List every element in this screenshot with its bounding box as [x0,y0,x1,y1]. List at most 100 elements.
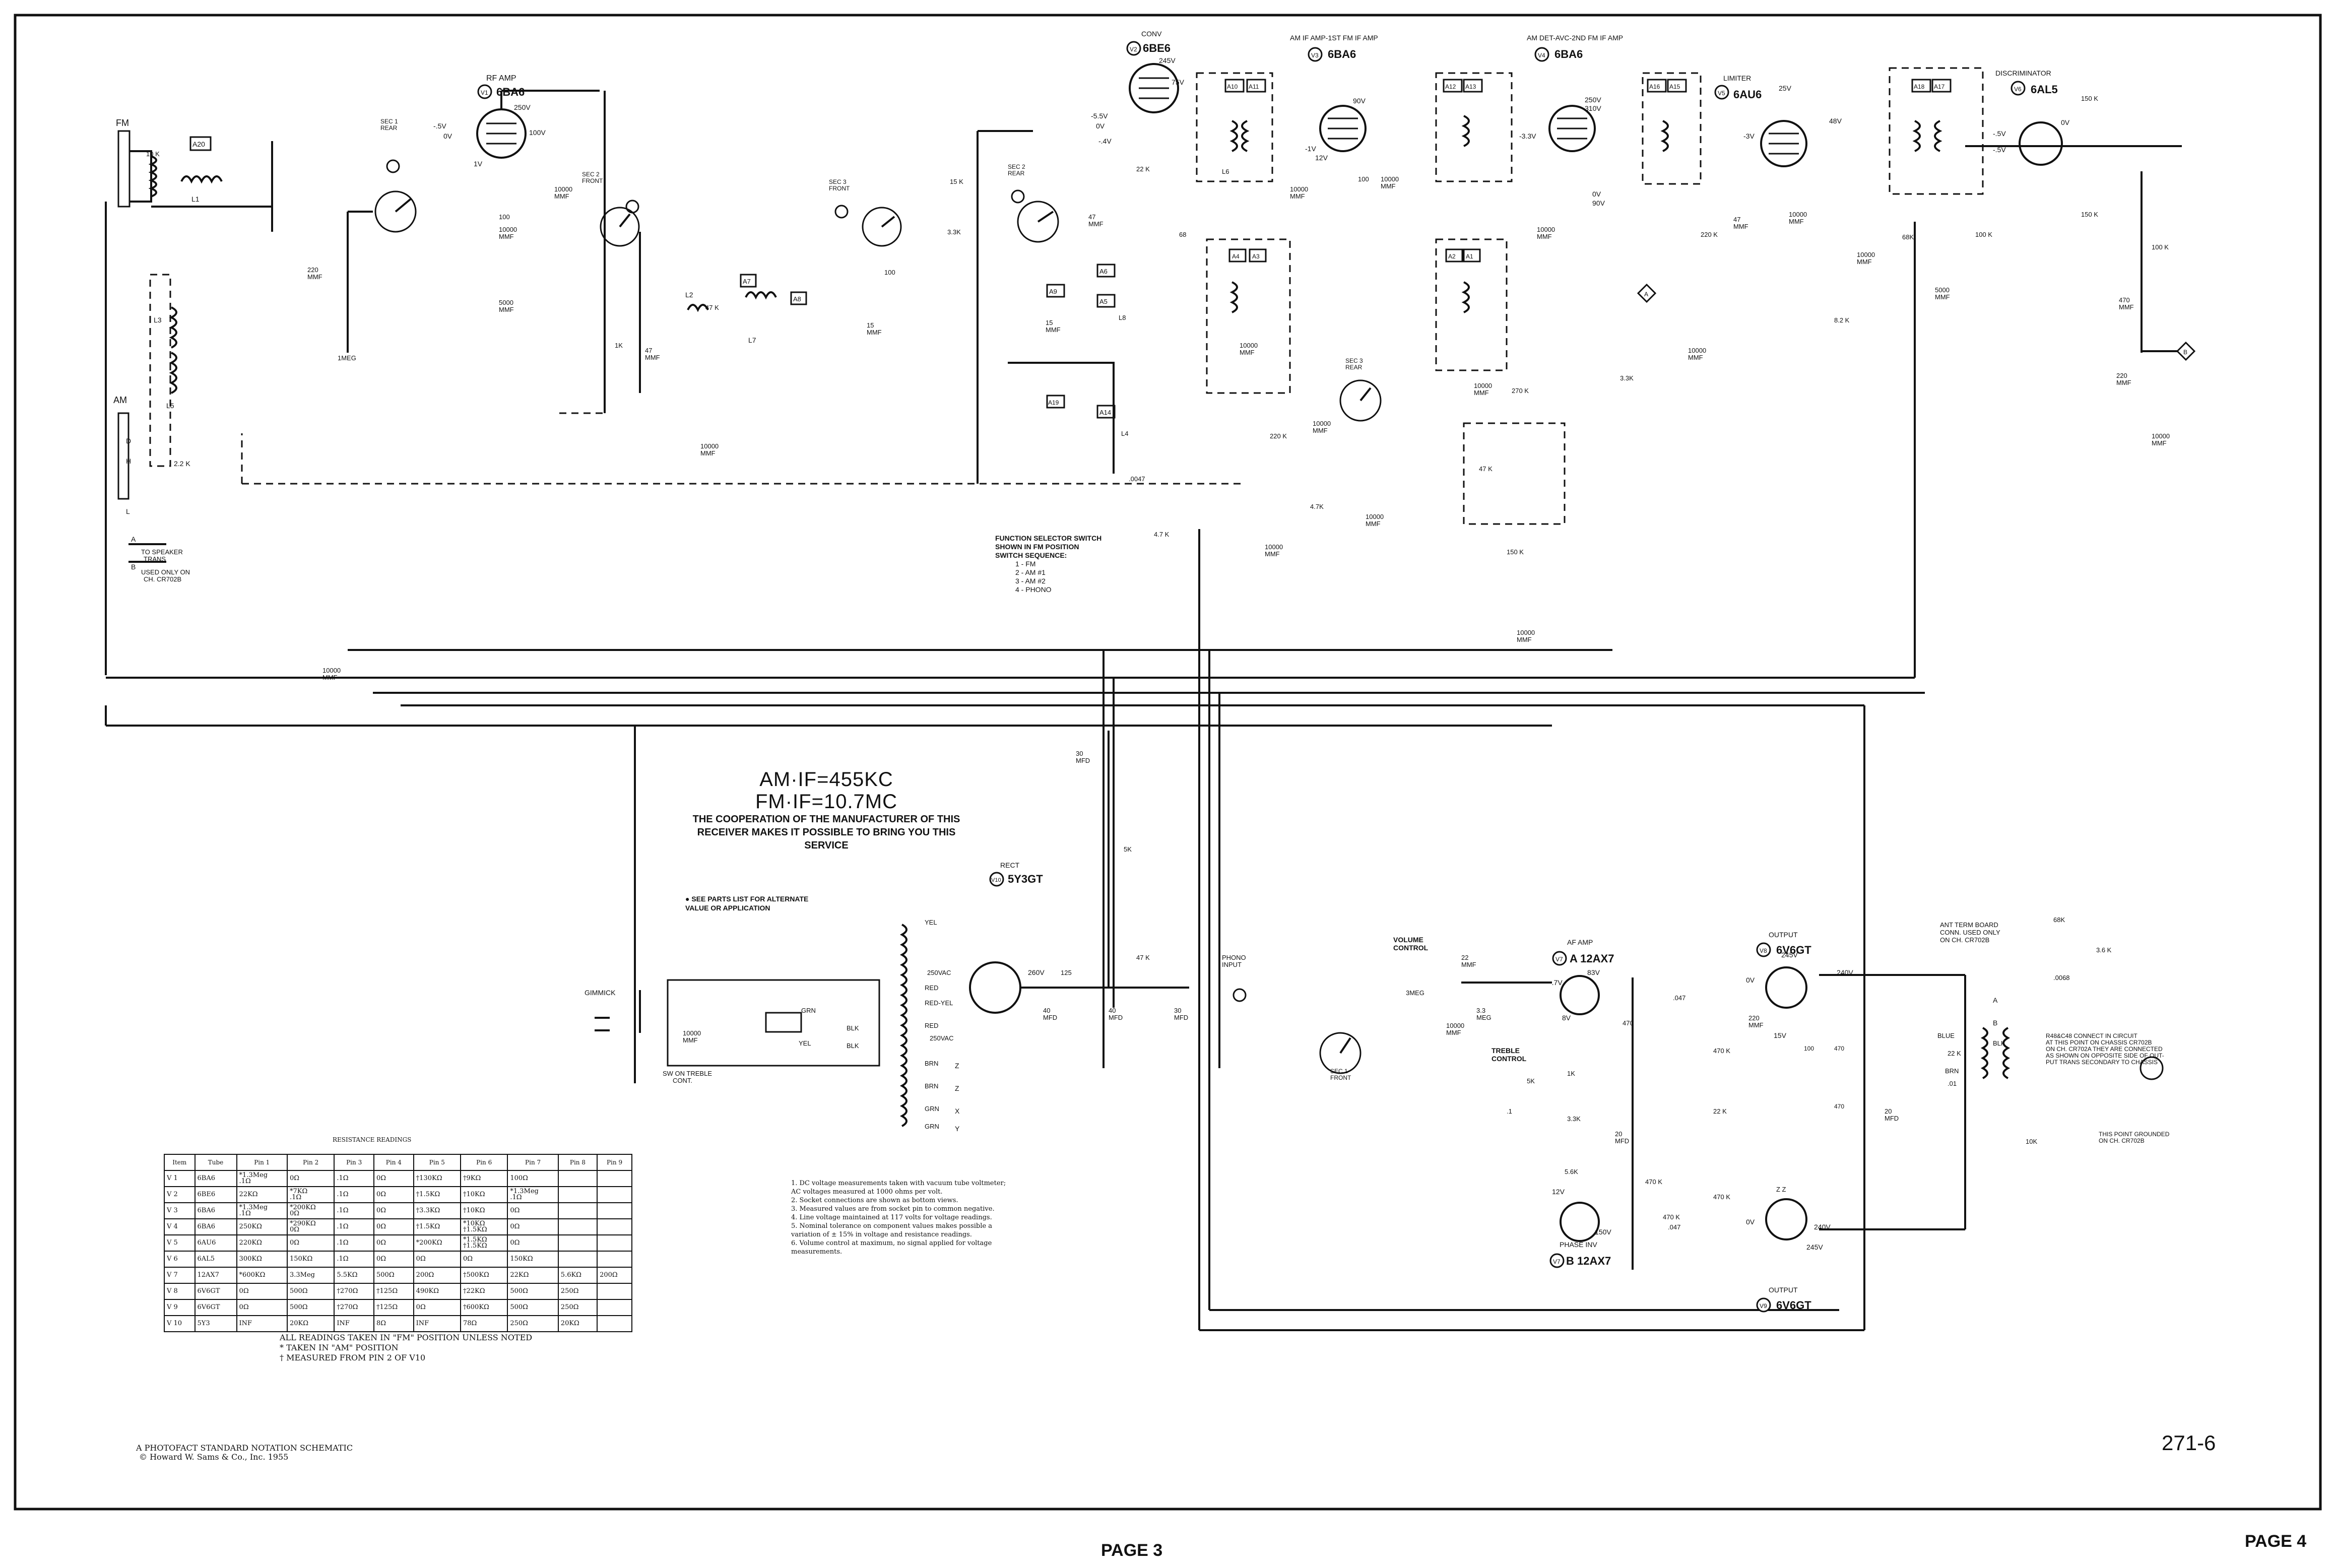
svg-text:DISCRIMINATOR: DISCRIMINATOR [1995,69,2051,77]
svg-text:6V6GT: 6V6GT [1776,944,1811,956]
svg-text:22 K: 22 K [1136,165,1150,173]
svg-text:.047: .047 [1673,994,1685,1002]
svg-text:15 K: 15 K [950,178,963,185]
table-cell [597,1283,632,1300]
svg-text:RECT: RECT [1000,861,1020,869]
if-frequency-block: AM·IF=455KC FM·IF=10.7MC THE COOPERATION… [685,768,967,852]
svg-text:8V: 8V [1562,1014,1571,1022]
svg-text:A 12AX7: A 12AX7 [1570,952,1614,965]
svg-text:B: B [131,563,136,571]
svg-text:150 K: 150 K [1507,548,1524,556]
resistance-table: Item Tube Pin 1 Pin 2 Pin 3 Pin 4 Pin 5 … [164,1154,632,1332]
svg-text:V7: V7 [1553,1258,1561,1265]
svg-text:245V: 245V [1806,1243,1823,1251]
table-cell: 0Ω [507,1202,559,1219]
svg-text:220 K: 220 K [1701,231,1718,238]
table-cell: 250KΩ [236,1218,288,1235]
table-cell: INF [334,1315,374,1332]
svg-text:5.6K: 5.6K [1565,1168,1578,1175]
table-cell: 6V6GT [194,1283,237,1300]
table-cell [597,1170,632,1187]
table-cell: 8Ω [373,1315,414,1332]
svg-text:FM: FM [116,118,129,128]
table-cell: 6BE6 [194,1186,237,1203]
svg-text:L4: L4 [1121,430,1128,437]
svg-text:CONV: CONV [1141,30,1162,38]
det-tube-v4: AM DET-AVC-2ND FM IF AMP V4 6BA6 250V 31… [1463,34,1623,643]
table-cell: †125Ω [373,1299,414,1316]
svg-text:RED-YEL: RED-YEL [925,999,953,1007]
table-cell: 250Ω [557,1283,598,1300]
table-cell: *600KΩ [236,1267,288,1284]
table-cell: 78Ω [460,1315,508,1332]
table-cell: 0Ω [507,1218,559,1235]
table-cell: *1.3Meg .1Ω [236,1170,288,1187]
svg-text:LIMITER: LIMITER [1723,74,1751,82]
svg-text:V4: V4 [1538,52,1545,59]
svg-text:A16: A16 [1649,83,1660,90]
service-note: AC voltages measured at 1000 ohms per vo… [791,1188,943,1196]
table-cell: 150KΩ [286,1251,335,1268]
svg-text:245V: 245V [1781,951,1798,959]
bus-lines [105,222,1925,1331]
table-cell [597,1315,632,1332]
table-cell: V 7 [164,1267,196,1284]
table-header-row: Item Tube Pin 1 Pin 2 Pin 3 Pin 4 Pin 5 … [164,1154,632,1171]
table-cell: †22KΩ [460,1283,508,1300]
table-cell: †10KΩ [460,1202,508,1219]
svg-text:100: 100 [499,213,510,221]
svg-text:90V: 90V [1353,97,1366,105]
table-cell: †1.5KΩ [413,1186,462,1203]
table-cell: *10KΩ †1.5KΩ [460,1218,508,1235]
service-note: 5. Nominal tolerance on component values… [791,1222,992,1230]
table-cell: .1Ω [334,1186,374,1203]
photofact-credit: A PHOTOFACT STANDARD NOTATION SCHEMATIC … [136,1444,353,1462]
svg-text:V5: V5 [1718,90,1725,97]
table-cell: 20KΩ [557,1315,598,1332]
table-note: † MEASURED FROM PIN 2 OF V10 [280,1353,426,1362]
svg-text:V3: V3 [1311,52,1319,59]
table-cell: 0Ω [507,1234,559,1252]
svg-text:RED: RED [925,984,938,992]
svg-text:25V: 25V [1779,84,1792,92]
table-cell: 0Ω [373,1186,414,1203]
table-cell: INF [413,1315,462,1332]
rf-amp-tube-v1: RF AMP V1 6BA6 250V 100V -.5V 0V 1V [433,74,606,413]
service-note: 2. Socket connections are shown as botto… [791,1197,958,1204]
table-cell: 500Ω [286,1283,335,1300]
svg-text:BRN: BRN [1945,1067,1959,1075]
svg-text:L2: L2 [685,291,693,299]
table-cell: *1.3Meg .1Ω [507,1186,559,1203]
svg-text:A15: A15 [1669,83,1680,90]
svg-text:5K: 5K [1124,845,1132,853]
table-cell: 0Ω [413,1299,462,1316]
svg-text:A: A [1644,291,1648,298]
svg-text:310V: 310V [1585,104,1601,112]
table-cell: V 5 [164,1234,196,1252]
table-cell [597,1202,632,1219]
svg-text:V7: V7 [1555,956,1563,963]
resistance-table-notes: ALL READINGS TAKEN IN "FM" POSITION UNLE… [280,1333,532,1363]
svg-text:B: B [1993,1019,1997,1027]
page-number-4: PAGE 4 [2245,1532,2307,1551]
